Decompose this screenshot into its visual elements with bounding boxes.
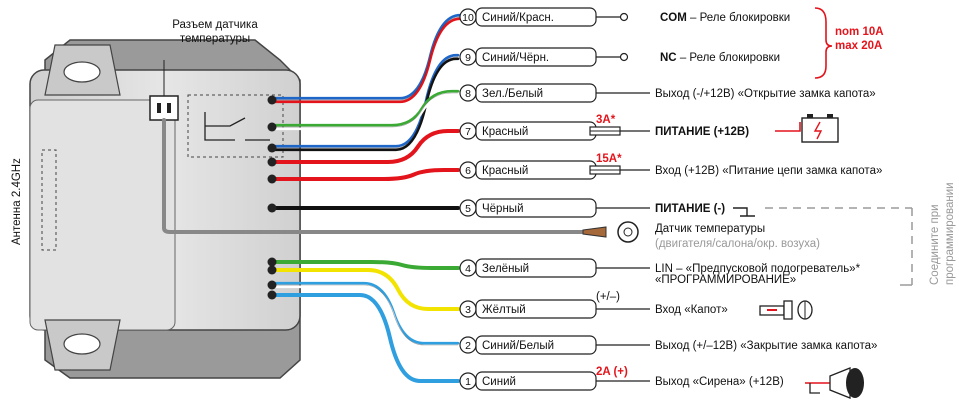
pin-dot xyxy=(267,157,277,167)
wire-name-label: Синий/Чёрн. xyxy=(482,52,549,64)
wire-name-label: Синий xyxy=(482,376,516,388)
wire-name-label: Синий/Белый xyxy=(482,340,554,352)
wire-description: Вход «Капот» xyxy=(655,304,728,316)
lin-second-line: «ПРОГРАММИРОВАНИЕ» xyxy=(655,274,796,286)
pin-dot xyxy=(267,95,277,105)
wire-number: 7 xyxy=(465,126,471,138)
wire-8-strand-0 xyxy=(270,89,460,127)
terminal-circle xyxy=(619,12,629,22)
wire-10-strand-1 xyxy=(270,17,461,104)
wire-temp xyxy=(162,118,587,234)
wire-name-label: Зел./Белый xyxy=(482,88,543,100)
pin-dot xyxy=(267,280,277,290)
wire-number: 5 xyxy=(465,203,471,215)
wire-6 xyxy=(270,168,460,181)
wire-description: Вход (+12В) «Питание цепи замка капота» xyxy=(655,165,882,177)
wire-number: 10 xyxy=(462,12,474,24)
wire-name-label: Красный xyxy=(482,126,528,138)
sensor-title-line1: Разъем датчика xyxy=(172,19,258,31)
wire-number: 9 xyxy=(465,52,471,64)
wire-4 xyxy=(270,260,460,270)
pin-dot xyxy=(267,122,277,132)
temp-sensor-probe xyxy=(582,221,639,243)
antenna-outline xyxy=(41,149,57,251)
wire-description: Выход (+/–12В) «Закрытие замка капота» xyxy=(655,340,877,352)
wire-description: ПИТАНИЕ (-) xyxy=(655,203,725,215)
wire-name-label: Синий/Красн. xyxy=(482,12,554,24)
wire-name-label: Чёрный xyxy=(482,203,524,215)
antenna-label: Антенна 2.4GHz xyxy=(11,158,23,245)
pin-dot xyxy=(267,290,277,300)
sensor-title-line2: температуры xyxy=(180,33,250,45)
ground-icon xyxy=(733,207,755,217)
pin-dot xyxy=(267,143,277,153)
wire-number: 8 xyxy=(465,88,471,100)
siren-current: 2A (+) xyxy=(596,366,628,378)
relay-bracket xyxy=(814,7,833,79)
wire-8-outline xyxy=(272,92,458,128)
wire-description: NC – Реле блокировки xyxy=(660,52,780,64)
wire-description: ПИТАНИЕ (+12В) xyxy=(655,126,749,138)
temp-sensor-sub: (двигателя/салона/окр. возуха) xyxy=(655,238,820,250)
hood-switch-icon xyxy=(759,300,813,320)
programming-note-line1: Соедините при xyxy=(929,204,941,285)
wire-description: Выход (-/+12В) «Открытие замка капота» xyxy=(655,88,876,100)
pin-dot xyxy=(267,174,277,184)
pin-dot xyxy=(267,257,277,267)
wire-number: 6 xyxy=(465,165,471,177)
wire-10-outline xyxy=(272,16,461,101)
control-module xyxy=(29,39,301,379)
wire-number: 2 xyxy=(465,340,471,352)
terminal-circle xyxy=(619,52,629,62)
siren-icon xyxy=(805,367,864,399)
fuse-6-rating: 15A* xyxy=(596,153,622,165)
wire-descriptions: COM – Реле блокировки NC – Реле блокировк… xyxy=(655,12,882,388)
pin-dot xyxy=(267,265,277,275)
programming-note-line2: программировании xyxy=(944,182,956,285)
wire-name-label: Жёлтый xyxy=(482,304,526,316)
temp-sensor-connector xyxy=(149,95,179,121)
battery-icon xyxy=(775,114,839,143)
wire-8-strand-1 xyxy=(270,93,460,131)
wire-name-label: Зелёный xyxy=(482,263,529,275)
relay-nominal: nom 10A xyxy=(835,26,884,38)
wire-7 xyxy=(270,129,460,164)
wire-number: 3 xyxy=(465,304,471,316)
pin-dot xyxy=(267,203,277,213)
wire-number: 4 xyxy=(465,263,471,275)
wire-description: LIN – «Предпусковой подогреватель»* xyxy=(655,263,861,275)
wire-2-outline xyxy=(272,284,458,346)
wire-number: 1 xyxy=(465,376,471,388)
wire-description: Выход «Сирена» (+12В) xyxy=(655,376,784,388)
wire-1 xyxy=(270,293,460,383)
fuse-7-rating: 3A* xyxy=(596,114,616,126)
relay-max: max 20A xyxy=(835,40,882,52)
wire-name-label: Красный xyxy=(482,165,528,177)
relay-symbol xyxy=(204,112,270,141)
wire-description: COM – Реле блокировки xyxy=(660,12,790,24)
wire-2-strand-1 xyxy=(270,285,460,349)
wire-description: Датчик температуры xyxy=(655,223,765,235)
wire-3 xyxy=(270,268,460,311)
hood-polarity: (+/–) xyxy=(596,291,620,303)
